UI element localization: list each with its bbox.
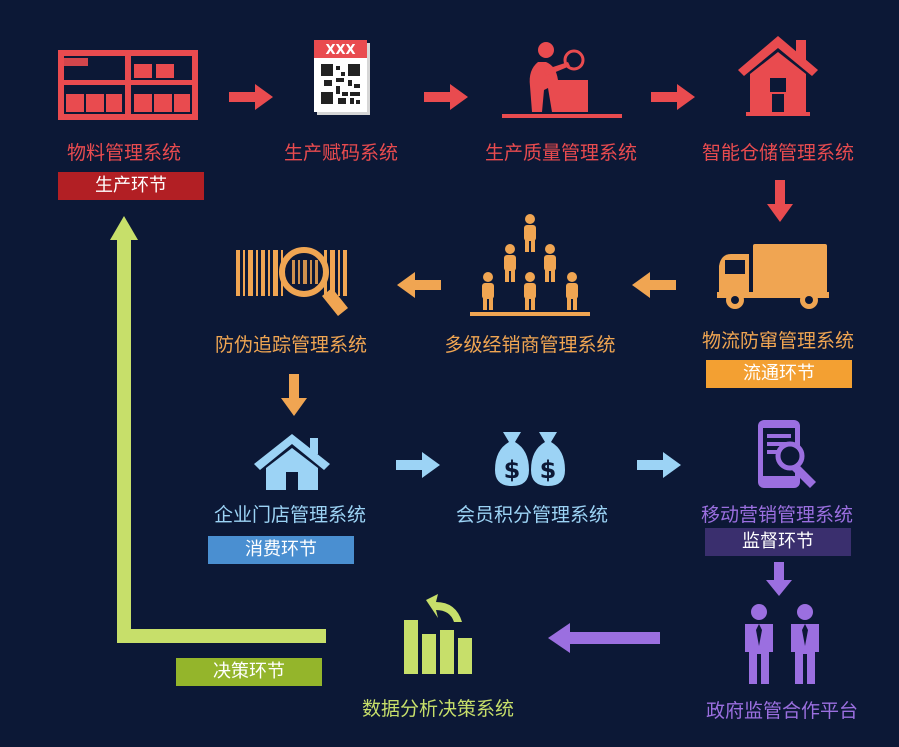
delivery-truck-icon xyxy=(717,244,829,309)
arrow-return-up xyxy=(110,216,326,643)
people-pyramid-icon xyxy=(470,214,590,316)
officials-icon xyxy=(745,604,819,684)
label-member: 会员积分管理系统 xyxy=(455,504,609,526)
stage-production: 生产环节 xyxy=(58,172,204,200)
label-coding: 生产赋码系统 xyxy=(283,142,399,164)
arrow-right-3 xyxy=(651,84,695,110)
warehouse-shelf-icon xyxy=(58,50,198,120)
label-quality: 生产质量管理系统 xyxy=(484,142,638,164)
label-store: 企业门店管理系统 xyxy=(213,504,367,526)
stage-consumption: 消费环节 xyxy=(208,536,354,564)
money-bags-icon: $ $ xyxy=(495,432,565,486)
arrow-right-1 xyxy=(229,84,273,110)
label-material: 物料管理系统 xyxy=(66,142,182,164)
stage-supervision: 监督环节 xyxy=(705,528,851,556)
inspector-magnifier-icon xyxy=(502,42,622,118)
house-icon xyxy=(738,36,818,116)
arrow-down-1 xyxy=(767,180,793,222)
label-analytics: 数据分析决策系统 xyxy=(361,698,515,720)
phone-search-icon xyxy=(758,420,816,488)
label-logistics: 物流防窜管理系统 xyxy=(701,330,855,352)
label-anticounterfeit: 防伪追踪管理系统 xyxy=(214,334,368,356)
arrow-right-2 xyxy=(424,84,468,110)
label-government: 政府监管合作平台 xyxy=(705,700,859,722)
label-warehouse: 智能仓储管理系统 xyxy=(701,142,855,164)
arrow-left-3 xyxy=(548,623,660,653)
arrow-right-4 xyxy=(396,452,440,478)
qr-code-label-icon: XXX xyxy=(314,40,370,115)
stage-circulation: 流通环节 xyxy=(706,360,852,388)
arrow-right-5 xyxy=(637,452,681,478)
svg-text:$: $ xyxy=(504,456,521,484)
arrow-down-2 xyxy=(281,374,307,416)
svg-text:$: $ xyxy=(540,456,557,484)
label-mobile: 移动营销管理系统 xyxy=(700,504,854,526)
arrow-left-2 xyxy=(397,272,441,298)
arrow-down-3 xyxy=(766,562,792,596)
bar-chart-icon xyxy=(404,594,472,674)
barcode-magnifier-icon xyxy=(236,247,348,316)
home-icon xyxy=(254,434,330,490)
stage-decision: 决策环节 xyxy=(176,658,322,686)
qr-label-text: XXX xyxy=(325,43,355,58)
arrow-left-1 xyxy=(632,272,676,298)
label-distributor: 多级经销商管理系统 xyxy=(444,334,616,356)
